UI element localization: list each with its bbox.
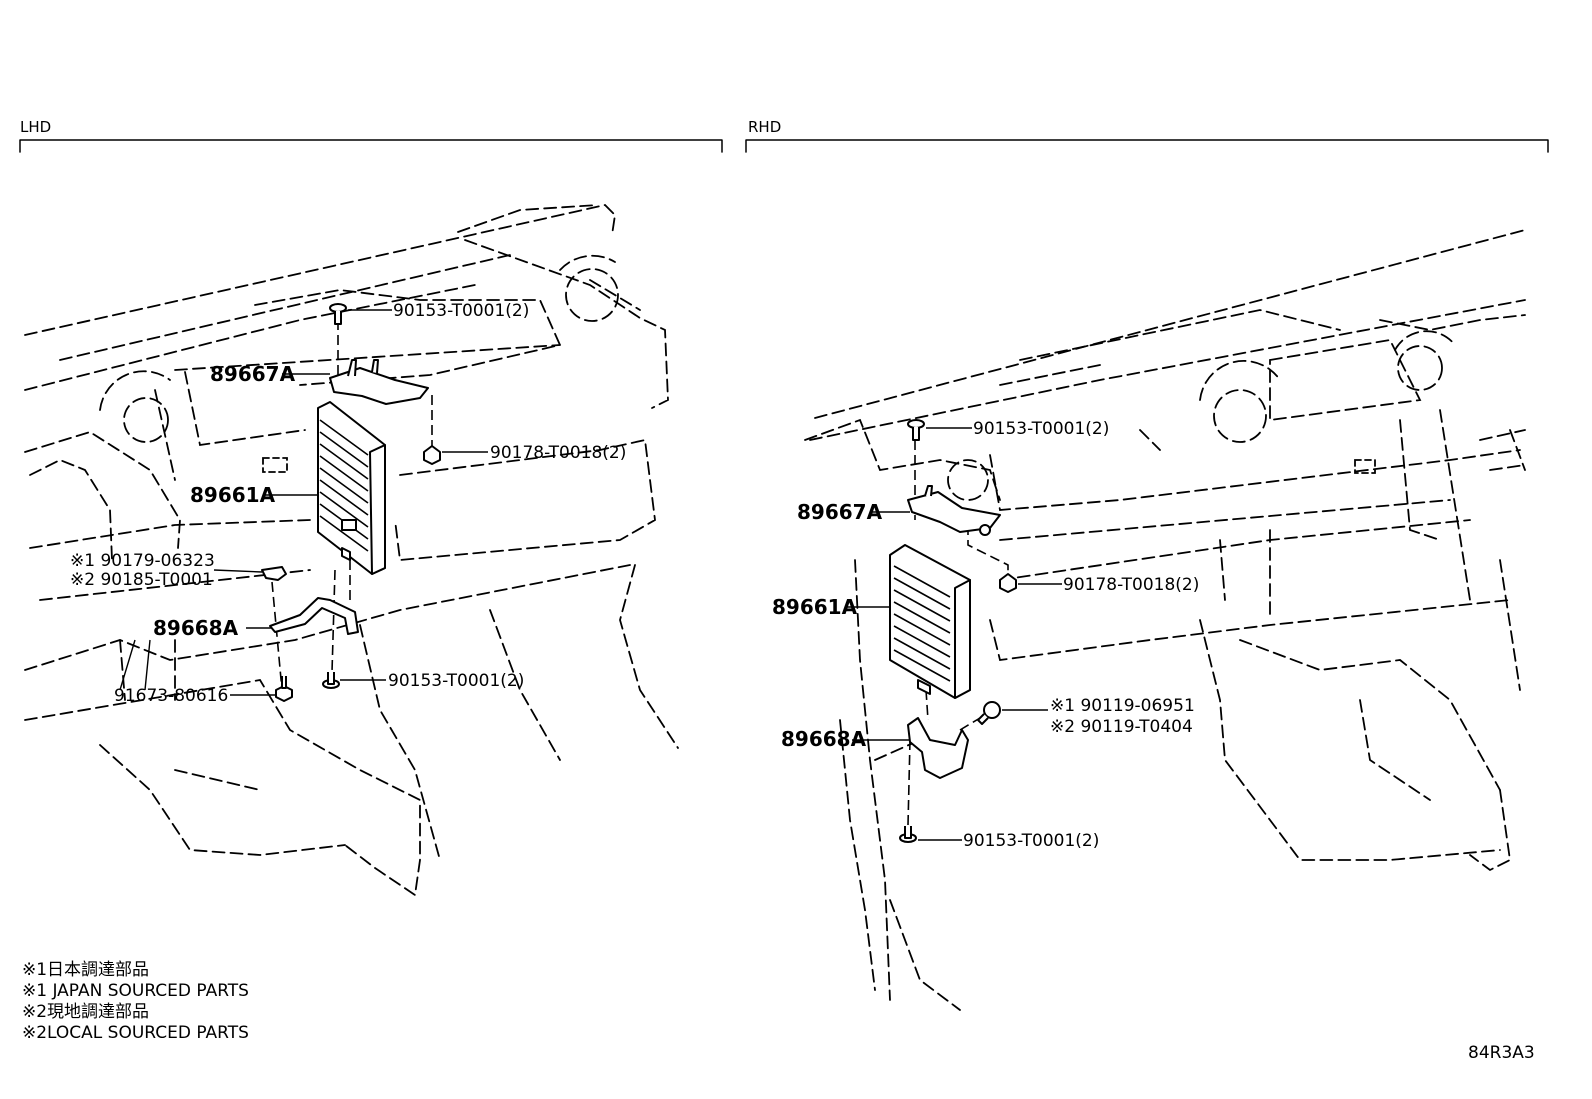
rhd-ecu-icon [889,544,971,699]
rhd-section-bracket: RHD [745,118,1549,153]
lhd-callout-bolt: 91673-80616 [114,686,228,706]
lhd-top-screw-icon [329,303,347,325]
rhd-callout-ref1: ※1 90119-06951 [1050,696,1195,716]
lhd-bolt-icon [275,676,293,702]
rhd-top-screw-icon [907,419,925,441]
rhd-callout-screw-bottom: 90153-T0001(2) [963,831,1099,851]
rhd-nut-icon [999,573,1017,593]
lhd-callout-screw-top: 90153-T0001(2) [393,301,529,321]
rhd-callout-screw-top: 90153-T0001(2) [973,419,1109,439]
rhd-callout-ecu: 89661A [772,595,858,619]
lhd-upper-bracket-icon [329,359,429,405]
rhd-assembly: 90153-T0001(2) 89667A 89661A 90178-T0018… [772,419,1199,851]
rhd-bottom-screw-icon [899,826,917,843]
lhd-section-label: LHD [20,118,51,136]
rhd-callout-nut: 90178-T0018(2) [1063,575,1199,595]
note-line: ※2LOCAL SOURCED PARTS [22,1023,249,1043]
rhd-upper-bracket-icon [907,485,1001,536]
lhd-callout-bracket-lower: 89668A [153,616,239,640]
figure-code: 84R3A3 [1468,1043,1535,1063]
note-line: ※1日本調達部品 [22,960,149,980]
lhd-nut-icon [423,445,441,465]
rhd-callout-bracket-upper: 89667A [797,500,883,524]
lhd-lower-bracket-icon [269,597,359,635]
lhd-clip-icon [261,566,287,581]
lhd-callout-ref1: ※1 90179-06323 [70,551,215,571]
rhd-dashboard-outline [804,229,1526,1011]
rhd-lower-bracket-icon [907,717,969,779]
lhd-callout-ecu: 89661A [190,483,276,507]
lhd-assembly: 90153-T0001(2) 89667A 90178-T0018(2) 896… [70,301,626,706]
rhd-section-label: RHD [748,118,781,136]
rhd-callout-ref2: ※2 90119-T0404 [1050,717,1193,737]
lhd-callout-nut: 90178-T0018(2) [490,443,626,463]
note-line: ※1 JAPAN SOURCED PARTS [22,981,249,1001]
lhd-ecu-icon [317,401,386,575]
rhd-bolt-icon [977,701,1001,725]
sourcing-notes: ※1日本調達部品 ※1 JAPAN SOURCED PARTS ※2現地調達部品… [22,960,249,1043]
lhd-callout-screw-bottom: 90153-T0001(2) [388,671,524,691]
note-line: ※2現地調達部品 [22,1002,149,1022]
lhd-dashboard-outline [24,204,679,897]
rhd-callout-bracket-lower: 89668A [781,727,867,751]
lhd-section-bracket: LHD [19,118,723,153]
lhd-callout-bracket-upper: 89667A [210,362,296,386]
lhd-bottom-screw-icon [322,672,340,689]
lhd-callout-ref2: ※2 90185-T0001 [70,570,213,590]
